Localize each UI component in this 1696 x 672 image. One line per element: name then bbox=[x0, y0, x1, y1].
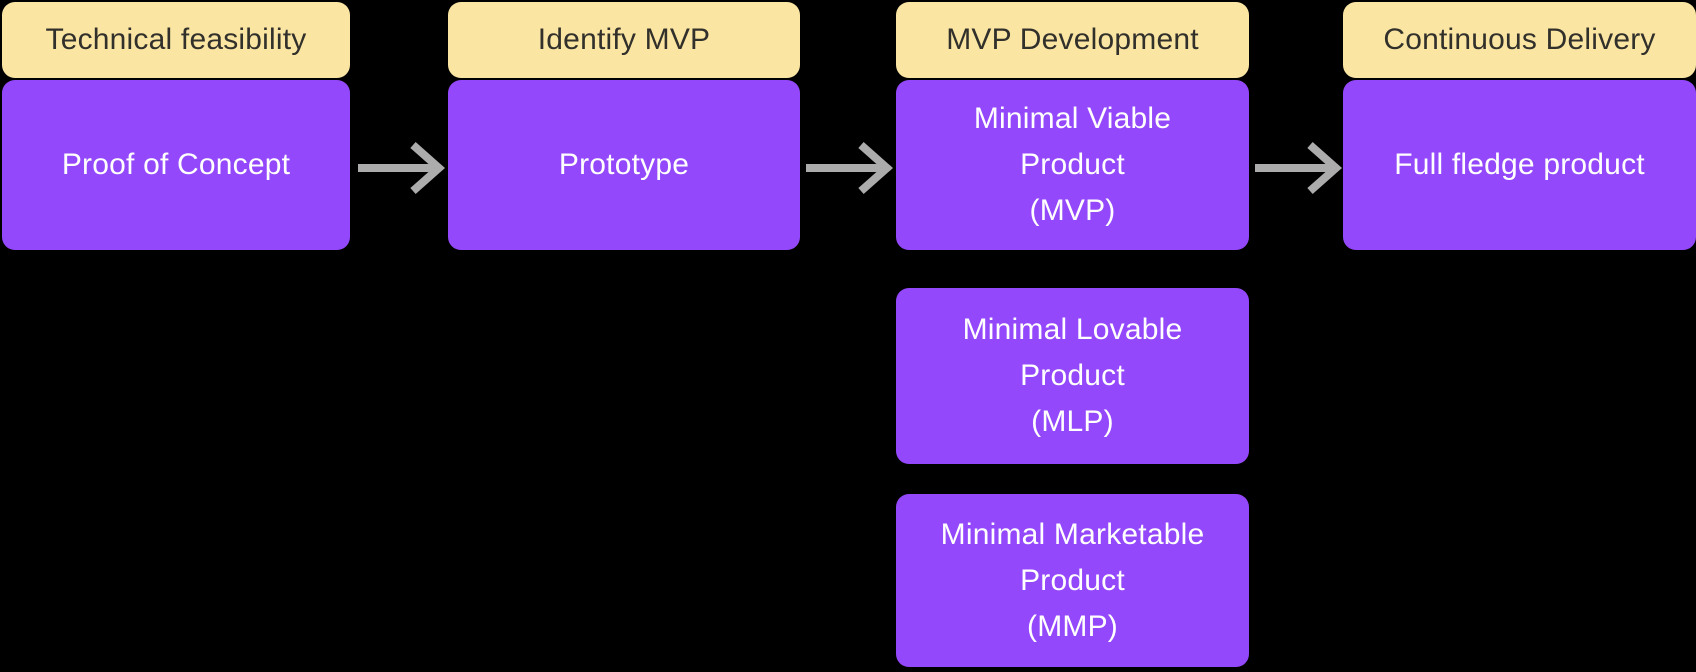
flow-arrow-poc-to-prototype bbox=[358, 142, 445, 194]
flow-arrow-mvp-to-full-product bbox=[1255, 142, 1342, 194]
arrow-head bbox=[858, 142, 893, 194]
stage-column-continuous-delivery: Continuous Delivery Full fledge product bbox=[1343, 0, 1696, 672]
flow-arrow-prototype-to-mvp bbox=[806, 142, 893, 194]
stage-header-identify-mvp: Identify MVP bbox=[448, 2, 800, 78]
arrow-head bbox=[1307, 142, 1342, 194]
arrow-head bbox=[410, 142, 445, 194]
node-minimal-marketable-product: Minimal Marketable Product (MMP) bbox=[896, 494, 1249, 667]
node-label: Prototype bbox=[558, 148, 690, 181]
node-label-line: Minimal Marketable bbox=[940, 517, 1205, 551]
node-label-line: Minimal Lovable bbox=[962, 313, 1183, 346]
node-label: Full fledge product bbox=[1394, 148, 1645, 181]
node-label-line: (MVP) bbox=[1029, 194, 1116, 227]
node-label-line: Minimal Viable bbox=[973, 102, 1172, 135]
node-label-line: Product bbox=[1020, 563, 1125, 597]
node-label-line: (MLP) bbox=[1031, 405, 1114, 438]
node-full-fledge-product: Full fledge product bbox=[1343, 80, 1696, 250]
node-label-line: Product bbox=[1020, 359, 1125, 392]
node-label-line: (MMP) bbox=[1027, 609, 1118, 643]
stage-header-continuous-delivery: Continuous Delivery bbox=[1343, 2, 1696, 78]
node-proof-of-concept: Proof of Concept bbox=[2, 80, 350, 250]
node-minimal-lovable-product: Minimal Lovable Product (MLP) bbox=[896, 288, 1249, 464]
stage-column-technical-feasibility: Technical feasibility Proof of Concept bbox=[2, 0, 350, 672]
node-prototype: Prototype bbox=[448, 80, 800, 250]
node-label: Proof of Concept bbox=[61, 148, 291, 181]
node-label-line: Product bbox=[1020, 148, 1125, 181]
node-minimal-viable-product: Minimal Viable Product (MVP) bbox=[896, 80, 1249, 250]
stage-header-mvp-development: MVP Development bbox=[896, 2, 1249, 78]
stage-column-mvp-development: MVP Development Minimal Viable Product (… bbox=[896, 0, 1249, 672]
stage-column-identify-mvp: Identify MVP Prototype bbox=[448, 0, 800, 672]
stage-header-technical-feasibility: Technical feasibility bbox=[2, 2, 350, 78]
